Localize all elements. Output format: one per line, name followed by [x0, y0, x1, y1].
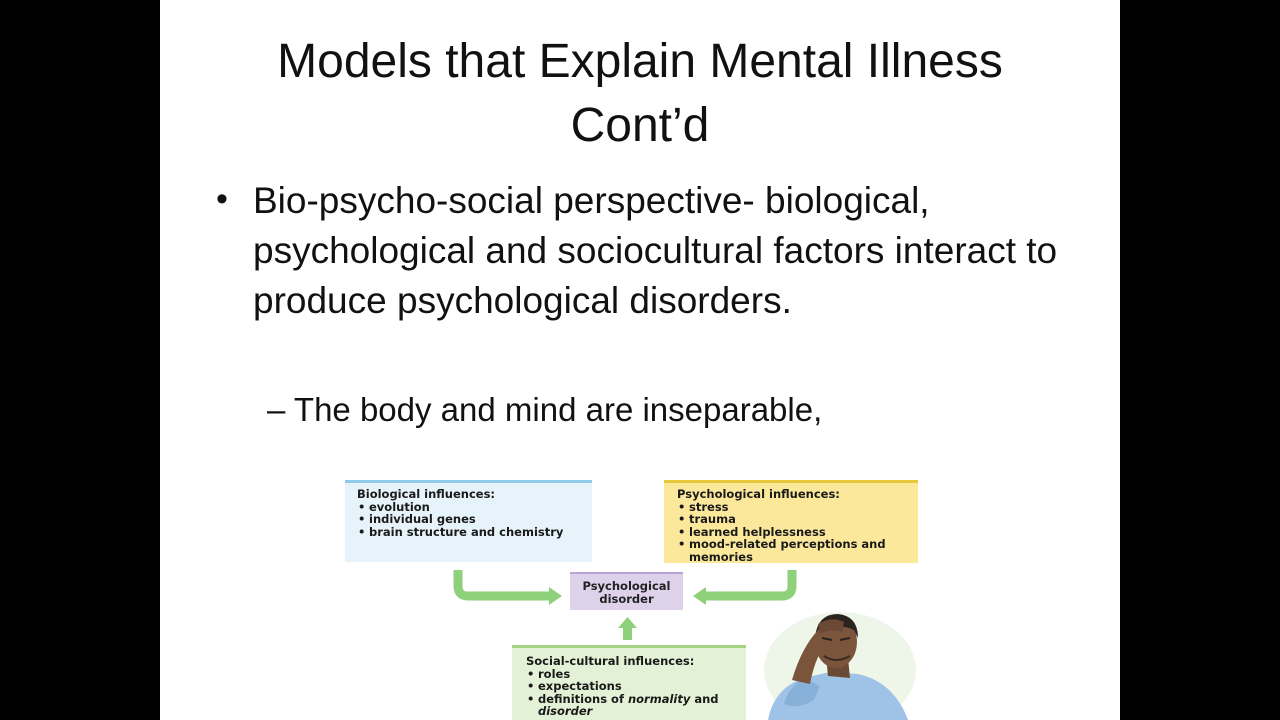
arrow-psy-to-disorder	[705, 570, 797, 601]
definitions-prefix: definitions of	[538, 691, 628, 706]
psychological-list: stress trauma learned helplessness mood-…	[677, 500, 905, 564]
distressed-man-illustration	[764, 612, 916, 720]
arrow-bio-to-disorder	[453, 570, 550, 601]
psychological-heading: Psychological influences:	[677, 487, 840, 501]
list-item: stress	[677, 500, 905, 514]
list-item: individual genes	[357, 513, 580, 526]
social-heading: Social-cultural influences:	[526, 654, 695, 668]
list-item: trauma	[677, 513, 905, 526]
normality-text: normality	[627, 691, 691, 706]
bullet-marker: •	[216, 180, 228, 218]
disorder-text: disorder	[538, 704, 593, 718]
sub-bullet-text: – The body and mind are inseparable,	[267, 391, 823, 428]
slide-title-line1: Models that Explain Mental Illness	[277, 35, 1003, 88]
arrow-soc-shaft	[623, 627, 632, 640]
list-item: roles	[526, 667, 732, 681]
disorder-line2: disorder	[599, 591, 654, 606]
list-item: expectations	[526, 680, 732, 693]
list-item: evolution	[357, 500, 580, 514]
psychological-influences-box: Psychological influences: stress trauma …	[664, 480, 918, 563]
list-item: definitions of normality and disorder	[526, 691, 732, 718]
social-list: roles expectations definitions of normal…	[526, 667, 732, 718]
arrow-psy-head	[693, 587, 706, 605]
social-cultural-influences-box: Social-cultural influences: roles expect…	[512, 645, 746, 720]
list-item: mood-related perceptions and memories	[677, 538, 905, 563]
arrow-bio-head	[549, 587, 562, 605]
psychological-disorder-box: Psychological disorder	[570, 572, 683, 610]
biological-list: evolution individual genes brain structu…	[357, 500, 580, 539]
diagram-arrows	[453, 570, 797, 640]
biological-heading: Biological influences:	[357, 487, 496, 501]
arrow-soc-head	[618, 617, 637, 628]
list-item: learned helplessness	[677, 525, 905, 539]
slide: Models that Explain Mental Illness Cont’…	[160, 0, 1120, 720]
bullet-text: Bio-psycho-social perspective- biologica…	[253, 180, 1058, 321]
and-text: and	[690, 691, 719, 706]
slide-title-line2: Cont’d	[570, 99, 710, 152]
disorder-line1: Psychological	[582, 579, 671, 593]
list-item: brain structure and chemistry	[357, 525, 580, 539]
biological-influences-box: Biological influences: evolution individ…	[345, 480, 592, 562]
